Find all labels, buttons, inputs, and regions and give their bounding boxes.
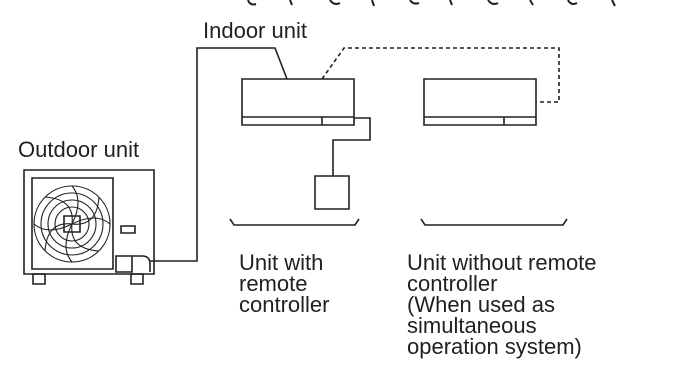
remote-controller-icon: [315, 176, 349, 209]
bracket-unit-without-remote: [421, 219, 567, 225]
bracket-unit-with-remote: [230, 219, 359, 225]
fan-grille-icon: [34, 186, 110, 262]
outdoor-foot-right: [131, 274, 143, 284]
indoor-unit-without-remote-icon: [424, 79, 536, 125]
refrigerant-pipe-line: [150, 48, 287, 261]
outdoor-unit-label: Outdoor unit: [18, 137, 140, 162]
indoor-unit-label: Indoor unit: [203, 18, 307, 43]
unit-with-remote-label: Unit with remote controller: [239, 250, 330, 317]
outdoor-panel-slot: [121, 226, 135, 233]
top-caption-fragment: [248, 0, 615, 6]
simultaneous-operation-dashed-line: [322, 48, 559, 102]
pipe-connection-icon: [116, 256, 150, 272]
outdoor-foot-left: [33, 274, 45, 284]
outdoor-unit-icon: [24, 170, 154, 284]
remote-wire-line: [333, 118, 370, 176]
unit-without-remote-label: Unit without remote controller (When use…: [407, 250, 597, 359]
indoor-unit-with-remote-icon: [242, 79, 354, 125]
